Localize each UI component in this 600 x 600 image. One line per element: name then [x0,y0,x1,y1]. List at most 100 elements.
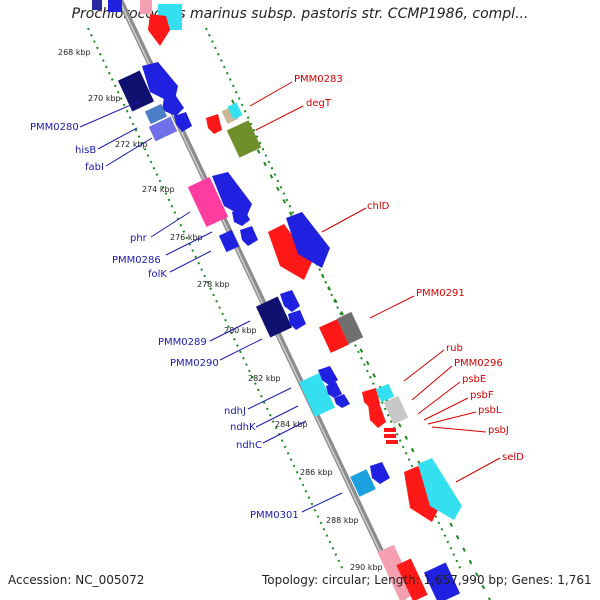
kbp-axis: 268 kbp 270 kbp 272 kbp 274 kbp 276 kbp … [58,48,383,572]
gene-label[interactable]: rub [446,343,463,354]
kbp-tick-label: 274 kbp [142,185,175,194]
gene-label[interactable]: psbF [470,390,494,401]
kbp-tick-label: 272 kbp [115,140,148,149]
gene-block[interactable] [117,70,155,112]
label-leader [423,397,469,421]
gene-arrow[interactable] [404,466,440,522]
label-leader [209,320,251,342]
label-leader [411,365,453,401]
gene-label[interactable]: phr [130,233,148,244]
gene-arrow[interactable] [148,14,170,46]
gene-arrow[interactable] [206,114,222,134]
gene-block[interactable] [226,120,262,158]
gene-block[interactable] [375,383,395,403]
label-leader [79,100,141,128]
kbp-tick-label: 286 kbp [300,468,333,477]
gene-block[interactable] [299,373,335,417]
label-leader [247,387,292,410]
gene-block[interactable] [386,440,398,444]
kbp-tick-label: 276 kbp [170,233,203,242]
gene-label[interactable]: PMM0290 [170,358,219,369]
gene-block[interactable] [148,116,178,142]
gene-label[interactable]: degT [306,98,332,109]
gene-label[interactable]: ndhC [236,440,262,451]
gene-arrow[interactable] [318,366,338,386]
label-leader [369,295,415,319]
gene-label[interactable]: PMM0301 [250,510,299,521]
gene-label[interactable]: selD [502,452,524,463]
label-leader [97,127,138,150]
gene-label[interactable]: PMM0289 [158,337,207,348]
gene-label[interactable]: psbJ [488,425,509,436]
gene-block[interactable] [255,296,293,338]
gene-block[interactable] [144,103,168,125]
gene-block[interactable] [383,395,409,425]
gene-arrow[interactable] [232,208,250,226]
gene-block[interactable] [108,0,122,12]
gene-block[interactable] [350,469,376,497]
gene-block[interactable] [92,0,102,10]
gene-arrow[interactable] [162,96,184,116]
label-leader [321,207,367,233]
gene-block[interactable] [384,434,396,438]
label-leader [219,338,263,361]
gene-block[interactable] [140,0,152,14]
kbp-tick-label: 288 kbp [326,516,359,525]
gene-label[interactable]: psbL [478,405,502,416]
gene-label[interactable]: PMM0286 [112,255,161,266]
label-leader [262,420,307,444]
gene-arrow[interactable] [240,226,258,246]
label-leader [165,231,213,256]
gene-label[interactable]: PMM0283 [294,74,343,85]
gene-label[interactable]: folK [148,269,167,280]
gene-arrow[interactable] [418,458,462,520]
kbp-tick-label: 280 kbp [224,326,257,335]
gene-block[interactable] [319,319,349,353]
gene-label[interactable]: PMM0280 [30,122,79,133]
gene-arrow[interactable] [334,394,350,408]
gene-arrow[interactable] [326,382,342,398]
kbp-tick-label: 278 kbp [197,280,230,289]
gene-label[interactable]: PMM0291 [416,288,465,299]
left-gene-labels: PMM0280 hisB fabI phr PMM0286 folK PMM02… [30,100,343,521]
right-gene-labels: PMM0283 degT chlD PMM0291 rub PMM0296 ps… [249,74,524,483]
gene-label[interactable]: chlD [367,201,390,212]
gene-label[interactable]: hisB [75,145,96,156]
gene-arrow[interactable] [142,62,178,104]
gene-block[interactable] [218,229,240,253]
gene-arrow[interactable] [268,224,312,280]
label-leader [169,250,212,273]
label-leader [255,405,299,428]
gene-label[interactable]: fabI [85,162,104,173]
label-leader [427,411,477,425]
gene-arrow[interactable] [174,112,192,132]
label-leader [105,137,153,167]
gene-block[interactable] [336,311,364,345]
label-leader [403,349,445,382]
gene-block[interactable] [187,176,229,228]
gene-block[interactable] [423,562,461,600]
map-title: Prochlorococcus marinus subsp. pastoris … [71,6,529,22]
gene-arrow[interactable] [280,290,300,312]
label-leader [431,426,487,433]
gene-label[interactable]: ndhJ [224,406,246,417]
label-leader [455,457,501,483]
gene-label[interactable]: PMM0296 [454,358,503,369]
gene-label[interactable]: ndhK [230,422,256,433]
gene-arrow[interactable] [286,212,330,268]
label-leader [150,211,191,238]
gene-label[interactable]: psbE [462,374,486,385]
gene-arrow[interactable] [288,310,306,330]
gene-arrow[interactable] [212,172,252,218]
gene-block[interactable] [227,102,243,120]
label-leader [255,105,304,131]
gene-arrow[interactable] [368,400,386,428]
outer-right-guide [231,99,491,600]
kbp-tick-label: 268 kbp [58,48,91,57]
gene-block[interactable] [396,558,428,600]
gene-arrow[interactable] [370,462,390,484]
label-leader [301,492,343,513]
gene-block[interactable] [384,428,396,432]
